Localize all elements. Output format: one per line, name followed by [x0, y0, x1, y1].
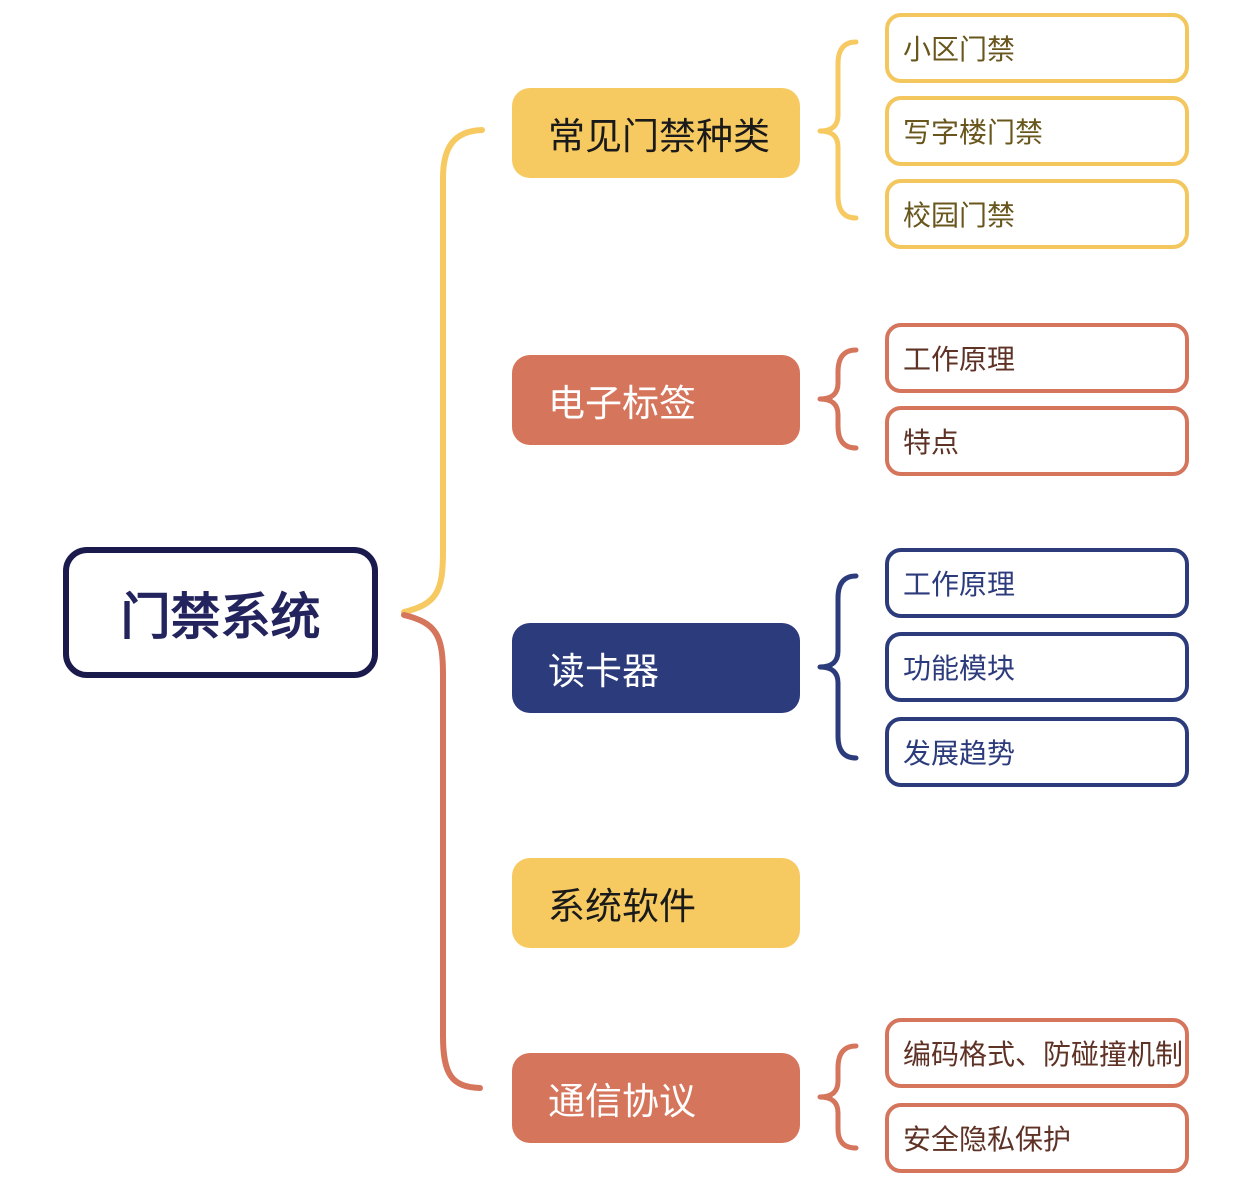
leaf-campus-access[interactable]: 校园门禁	[885, 179, 1189, 249]
leaf-security-privacy[interactable]: 安全隐私保护	[885, 1103, 1189, 1173]
leaf-label: 特点	[903, 427, 960, 458]
leaf-community-access[interactable]: 小区门禁	[885, 13, 1189, 83]
branch-card-reader[interactable]: 读卡器	[512, 623, 800, 713]
leaf-label: 工作原理	[903, 569, 1016, 600]
root-spine-bottom-connector	[401, 612, 483, 1091]
brace-protocol	[817, 1043, 859, 1151]
leaf-label: 写字楼门禁	[903, 117, 1044, 148]
branch-label: 常见门禁种类	[548, 116, 770, 157]
brace-card-reader	[817, 573, 859, 761]
branch-label: 系统软件	[548, 886, 696, 927]
leaf-tag-features[interactable]: 特点	[885, 406, 1189, 476]
leaf-label: 小区门禁	[903, 34, 1016, 65]
leaf-reader-development-trend[interactable]: 发展趋势	[885, 717, 1189, 787]
leaf-tag-working-principle[interactable]: 工作原理	[885, 323, 1189, 393]
branch-label: 读卡器	[548, 651, 659, 692]
leaf-reader-function-modules[interactable]: 功能模块	[885, 632, 1189, 702]
leaf-label: 编码格式、防碰撞机制	[903, 1039, 1184, 1070]
brace-common-types	[817, 39, 859, 221]
branch-label: 电子标签	[548, 383, 696, 424]
leaf-label: 安全隐私保护	[903, 1124, 1072, 1155]
root-node[interactable]: 门禁系统	[63, 547, 378, 678]
branch-electronic-tag[interactable]: 电子标签	[512, 355, 800, 445]
root-label: 门禁系统	[120, 588, 321, 645]
branch-label: 通信协议	[548, 1081, 696, 1122]
branch-communication-protocol[interactable]: 通信协议	[512, 1053, 800, 1143]
leaf-label: 功能模块	[903, 653, 1016, 684]
branch-system-software[interactable]: 系统软件	[512, 858, 800, 948]
leaf-office-access[interactable]: 写字楼门禁	[885, 96, 1189, 166]
brace-electronic-tag	[817, 347, 859, 451]
leaf-label: 校园门禁	[903, 200, 1016, 231]
leaf-encoding-anticollision[interactable]: 编码格式、防碰撞机制	[885, 1018, 1189, 1088]
leaf-label: 工作原理	[903, 344, 1016, 375]
leaf-label: 发展趋势	[903, 738, 1016, 769]
root-spine-top-connector	[401, 127, 485, 615]
leaf-reader-working-principle[interactable]: 工作原理	[885, 548, 1189, 618]
branch-common-types[interactable]: 常见门禁种类	[512, 88, 800, 178]
